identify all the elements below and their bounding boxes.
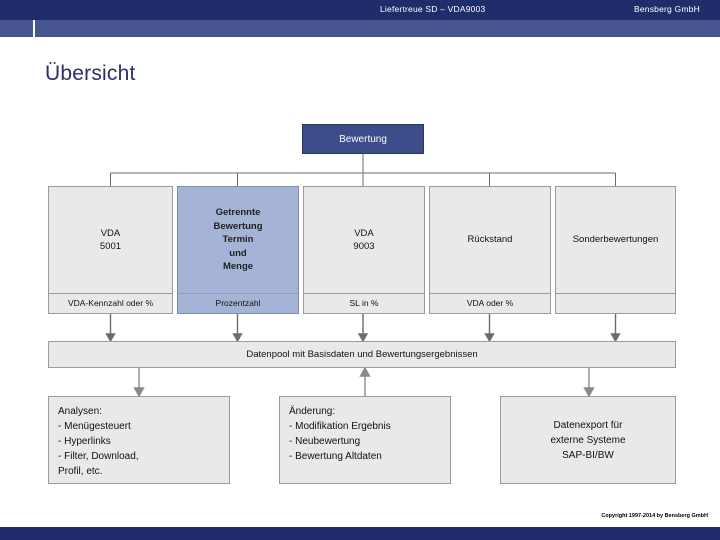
node-rueckstand[interactable]: Rückstand VDA oder % bbox=[429, 186, 551, 314]
page-title: Übersicht bbox=[45, 62, 136, 85]
node-aenderung[interactable]: Änderung: - Modifikation Ergebnis - Neub… bbox=[279, 396, 451, 484]
node-rueckstand-divider bbox=[430, 293, 550, 294]
node-rueckstand-title: Rückstand bbox=[467, 234, 513, 246]
node-vda-9003-title: VDA 9003 bbox=[353, 227, 375, 253]
node-datenexport-label: Datenexport für externe Systeme SAP-BI/B… bbox=[550, 419, 626, 461]
header-tick-mark bbox=[33, 20, 35, 44]
node-getrennte-bewertung[interactable]: Getrennte Bewertung Termin und Menge Pro… bbox=[177, 186, 299, 314]
node-aenderung-label: Änderung: - Modifikation Ergebnis - Neub… bbox=[289, 406, 391, 462]
node-datenpool-label: Datenpool mit Basisdaten und Bewertungse… bbox=[246, 349, 478, 360]
node-vda-5001[interactable]: VDA 5001 VDA-Kennzahl oder % bbox=[48, 186, 173, 314]
node-rueckstand-subtitle: VDA oder % bbox=[466, 298, 514, 308]
copyright-text: Copyright 1997-2014 by Bensberg GmbH bbox=[601, 513, 708, 519]
header-bar: Liefertreue SD – VDA9003 Bensberg GmbH bbox=[0, 0, 720, 20]
node-analysen-label: Analysen: - Menügesteuert - Hyperlinks -… bbox=[58, 406, 139, 477]
node-vda-9003-subtitle: SL in % bbox=[349, 298, 379, 308]
node-sonderbewertungen[interactable]: Sonderbewertungen bbox=[555, 186, 676, 314]
header-center-title: Liefertreue SD – VDA9003 bbox=[380, 4, 486, 14]
node-getrennte-bewertung-subtitle: Prozentzahl bbox=[215, 298, 261, 308]
node-bewertung-label: Bewertung bbox=[339, 133, 387, 145]
node-vda-5001-divider bbox=[49, 293, 172, 294]
header-accent-band bbox=[0, 20, 720, 37]
node-vda-9003-divider bbox=[304, 293, 424, 294]
node-vda-5001-title: VDA 5001 bbox=[99, 227, 122, 253]
node-sonderbewertungen-divider bbox=[556, 293, 675, 294]
node-vda-9003[interactable]: VDA 9003 SL in % bbox=[303, 186, 425, 314]
node-getrennte-bewertung-title: Getrennte Bewertung Termin und Menge bbox=[213, 207, 263, 273]
node-analysen[interactable]: Analysen: - Menügesteuert - Hyperlinks -… bbox=[48, 396, 230, 484]
node-sonderbewertungen-title: Sonderbewertungen bbox=[572, 234, 659, 246]
node-datenpool[interactable]: Datenpool mit Basisdaten und Bewertungse… bbox=[48, 341, 676, 368]
footer-bar bbox=[0, 527, 720, 540]
node-vda-5001-subtitle: VDA-Kennzahl oder % bbox=[67, 298, 154, 308]
node-getrennte-bewertung-divider bbox=[178, 293, 298, 294]
node-datenexport[interactable]: Datenexport für externe Systeme SAP-BI/B… bbox=[500, 396, 676, 484]
header-right-title: Bensberg GmbH bbox=[634, 4, 700, 14]
node-bewertung[interactable]: Bewertung bbox=[302, 124, 424, 154]
node-sonderbewertungen-subtitle bbox=[556, 294, 675, 313]
